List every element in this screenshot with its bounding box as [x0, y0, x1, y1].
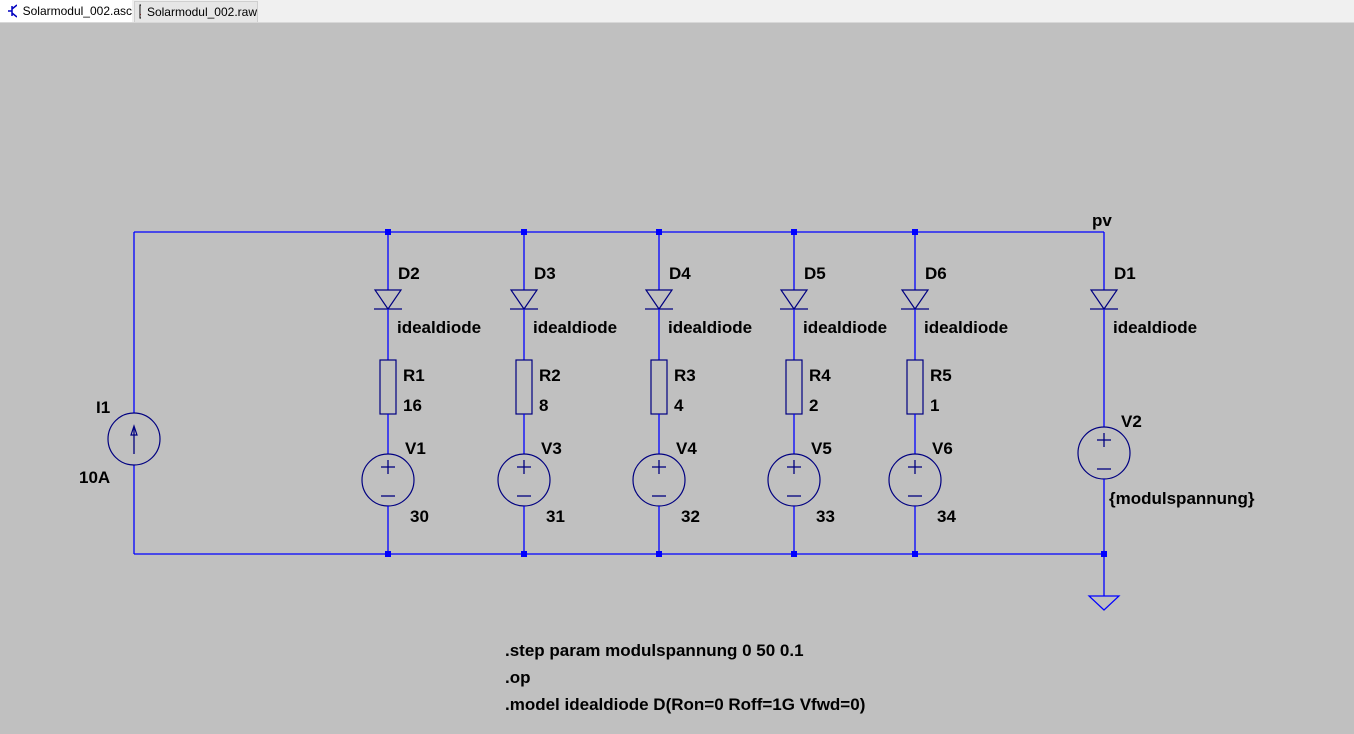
source-value: 32	[681, 507, 700, 526]
source-value: 34	[937, 507, 956, 526]
resistor-symbol	[785, 359, 803, 415]
diode-symbol	[644, 289, 674, 311]
current-source-value: 10A	[79, 468, 110, 487]
resistor-value: 1	[930, 396, 939, 415]
source-name: V4	[676, 439, 697, 458]
diode-model: idealdiode	[397, 318, 481, 337]
diode-name: D4	[669, 264, 691, 283]
tab-waveform[interactable]: Solarmodul_002.raw	[134, 1, 258, 22]
junction-dot	[385, 229, 391, 235]
diode-model: idealdiode	[803, 318, 887, 337]
current-source-name: I1	[96, 398, 110, 417]
source-value: 30	[410, 507, 429, 526]
junction-dot	[656, 229, 662, 235]
resistor-name: R4	[809, 366, 831, 385]
source-name: V2	[1121, 412, 1142, 431]
resistor-symbol	[650, 359, 668, 415]
diode-model: idealdiode	[924, 318, 1008, 337]
diode-model: idealdiode	[668, 318, 752, 337]
source-value: 31	[546, 507, 565, 526]
diode-symbol	[779, 289, 809, 311]
current-source-symbol	[107, 412, 161, 466]
diode-model: idealdiode	[1113, 318, 1197, 337]
diode-name: D1	[1114, 264, 1136, 283]
arrow-head	[130, 424, 138, 436]
resistor-value: 8	[539, 396, 548, 415]
resistor-name: R3	[674, 366, 696, 385]
diode-name: D5	[804, 264, 826, 283]
source-name: V1	[405, 439, 426, 458]
diode-name: D6	[925, 264, 947, 283]
junction-dot	[385, 551, 391, 557]
diode-name: D3	[534, 264, 556, 283]
source-value: 33	[816, 507, 835, 526]
junction-dot	[1101, 551, 1107, 557]
resistor-name: R5	[930, 366, 952, 385]
waveform-icon	[139, 4, 141, 19]
schematic-icon	[8, 4, 17, 18]
net-label-pv: pv	[1092, 211, 1112, 230]
resistor-name: R2	[539, 366, 561, 385]
tab-label: Solarmodul_002.asc	[22, 4, 132, 18]
diode-symbol	[373, 289, 403, 311]
diode-symbol	[900, 289, 930, 311]
spice-directive[interactable]: .model idealdiode D(Ron=0 Roff=1G Vfwd=0…	[505, 695, 865, 714]
diode-name: D2	[398, 264, 420, 283]
junction-dot	[912, 229, 918, 235]
diode-symbol	[1089, 289, 1119, 311]
resistor-name: R1	[403, 366, 425, 385]
tab-schematic[interactable]: Solarmodul_002.asc	[0, 0, 132, 22]
junction-dot	[791, 229, 797, 235]
spice-directive[interactable]: .op	[505, 668, 531, 687]
source-name: V6	[932, 439, 953, 458]
resistor-symbol	[515, 359, 533, 415]
junction-dot	[521, 551, 527, 557]
spice-directive[interactable]: .step param modulspannung 0 50 0.1	[505, 641, 804, 660]
diode-model: idealdiode	[533, 318, 617, 337]
junction-dot	[791, 551, 797, 557]
tab-label: Solarmodul_002.raw	[146, 5, 257, 19]
resistor-symbol	[906, 359, 924, 415]
resistor-value: 16	[403, 396, 422, 415]
tab-bar: Solarmodul_002.asc Solarmodul_002.raw	[0, 0, 1354, 23]
diode-symbol	[509, 289, 539, 311]
source-value: {modulspannung}	[1109, 489, 1255, 508]
source-name: V3	[541, 439, 562, 458]
ground-symbol	[1087, 595, 1121, 611]
source-name: V5	[811, 439, 832, 458]
resistor-symbol	[379, 359, 397, 415]
junction-dot	[912, 551, 918, 557]
resistor-value: 2	[809, 396, 818, 415]
junction-dot	[656, 551, 662, 557]
junction-dot	[521, 229, 527, 235]
resistor-value: 4	[674, 396, 684, 415]
